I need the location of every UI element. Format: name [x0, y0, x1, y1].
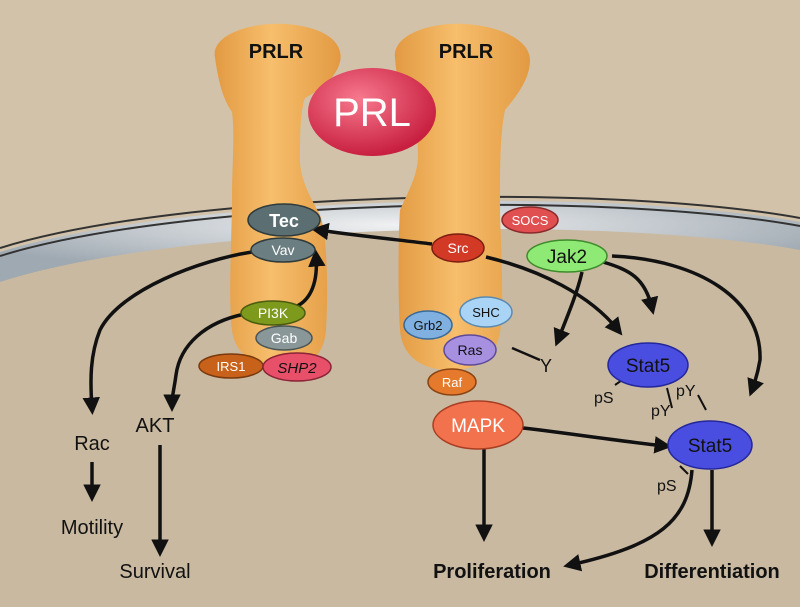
arrow-stat5-to-proliferation: [563, 469, 694, 572]
grb2-label: Grb2: [414, 318, 443, 333]
socs-protein: SOCS: [501, 206, 559, 234]
stat5-lower-label: Stat5: [688, 436, 732, 457]
mapk-label: MAPK: [451, 416, 505, 437]
ps-upper-label: pS: [594, 390, 614, 407]
arrow-pi3k-to-akt: [163, 312, 246, 412]
cell-membrane: [0, 200, 800, 282]
membrane-outer-line: [0, 195, 800, 249]
vav-label: Vav: [271, 242, 294, 258]
y-ras-label: Y: [540, 356, 552, 376]
gab-protein: Gab: [255, 325, 313, 351]
pi3k-label: PI3K: [258, 305, 289, 321]
stat5-upper-protein: Stat5: [607, 342, 689, 388]
shc-protein: SHC: [459, 296, 513, 328]
stat5-dimer-bond-left: [666, 387, 673, 409]
jak2-label: Jak2: [547, 247, 587, 268]
arrow-jak2-to-y: [553, 271, 584, 347]
raf-label: Raf: [442, 375, 463, 390]
stat5-dimer-bond-right: [697, 394, 707, 411]
shp2-label: SHP2: [277, 360, 317, 377]
stat5-lower-protein: Stat5: [667, 420, 753, 470]
grb2-protein: Grb2: [403, 310, 453, 340]
pi3k-protein: PI3K: [240, 300, 306, 326]
py-lower-label: pY: [651, 403, 671, 420]
stat5-upper-label: Stat5: [626, 356, 670, 377]
src-protein: Src: [431, 233, 485, 263]
proliferation-label: Proliferation: [433, 561, 551, 583]
arrow-vav-to-rac: [82, 250, 253, 415]
tec-protein: Tec: [247, 203, 321, 237]
ras-y-bond: [511, 346, 541, 362]
prlr-left-receptor: [214, 23, 341, 368]
arrow-pi3k-to-vav: [294, 249, 326, 309]
survival-label: Survival: [119, 561, 190, 583]
arrow-src-to-tec: [311, 222, 433, 246]
vav-protein: Vav: [250, 237, 316, 263]
arrow-src-to-stat5-upper: [485, 255, 623, 336]
src-label: Src: [448, 240, 469, 256]
py-upper-label: pY: [676, 383, 696, 400]
irs1-label: IRS1: [217, 359, 246, 374]
tec-label: Tec: [269, 211, 299, 231]
differentiation-label: Differentiation: [644, 561, 780, 583]
arrow-jak2-to-stat5-upper: [602, 260, 659, 315]
gab-label: Gab: [271, 330, 298, 346]
prl-ligand: [308, 68, 436, 156]
prl-label: PRL: [333, 91, 411, 135]
shp2-protein: SHP2: [262, 352, 332, 382]
ps-lower-label: pS: [657, 478, 677, 495]
ras-label: Ras: [458, 342, 483, 358]
shc-label: SHC: [472, 305, 499, 320]
rac-label: Rac: [74, 433, 110, 455]
prlr-left-label: PRLR: [249, 41, 304, 63]
irs1-protein: IRS1: [198, 353, 264, 379]
ras-protein: Ras: [443, 334, 497, 366]
prlr-right-label: PRLR: [439, 41, 494, 63]
socs-label: SOCS: [512, 213, 549, 228]
arrow-mapk-to-stat5-lower: [522, 426, 672, 454]
akt-label: AKT: [136, 415, 175, 437]
raf-protein: Raf: [427, 368, 477, 396]
membrane-inner-line: [0, 203, 800, 257]
signaling-arrows: [82, 222, 764, 572]
mapk-protein: MAPK: [432, 400, 524, 450]
stat5-lower-ps-bond: [679, 465, 689, 475]
jak2-protein: Jak2: [526, 239, 608, 273]
motility-label: Motility: [61, 517, 123, 539]
arrow-jak2-to-stat5-lower: [611, 254, 764, 397]
cytoplasm-region: [0, 205, 800, 607]
